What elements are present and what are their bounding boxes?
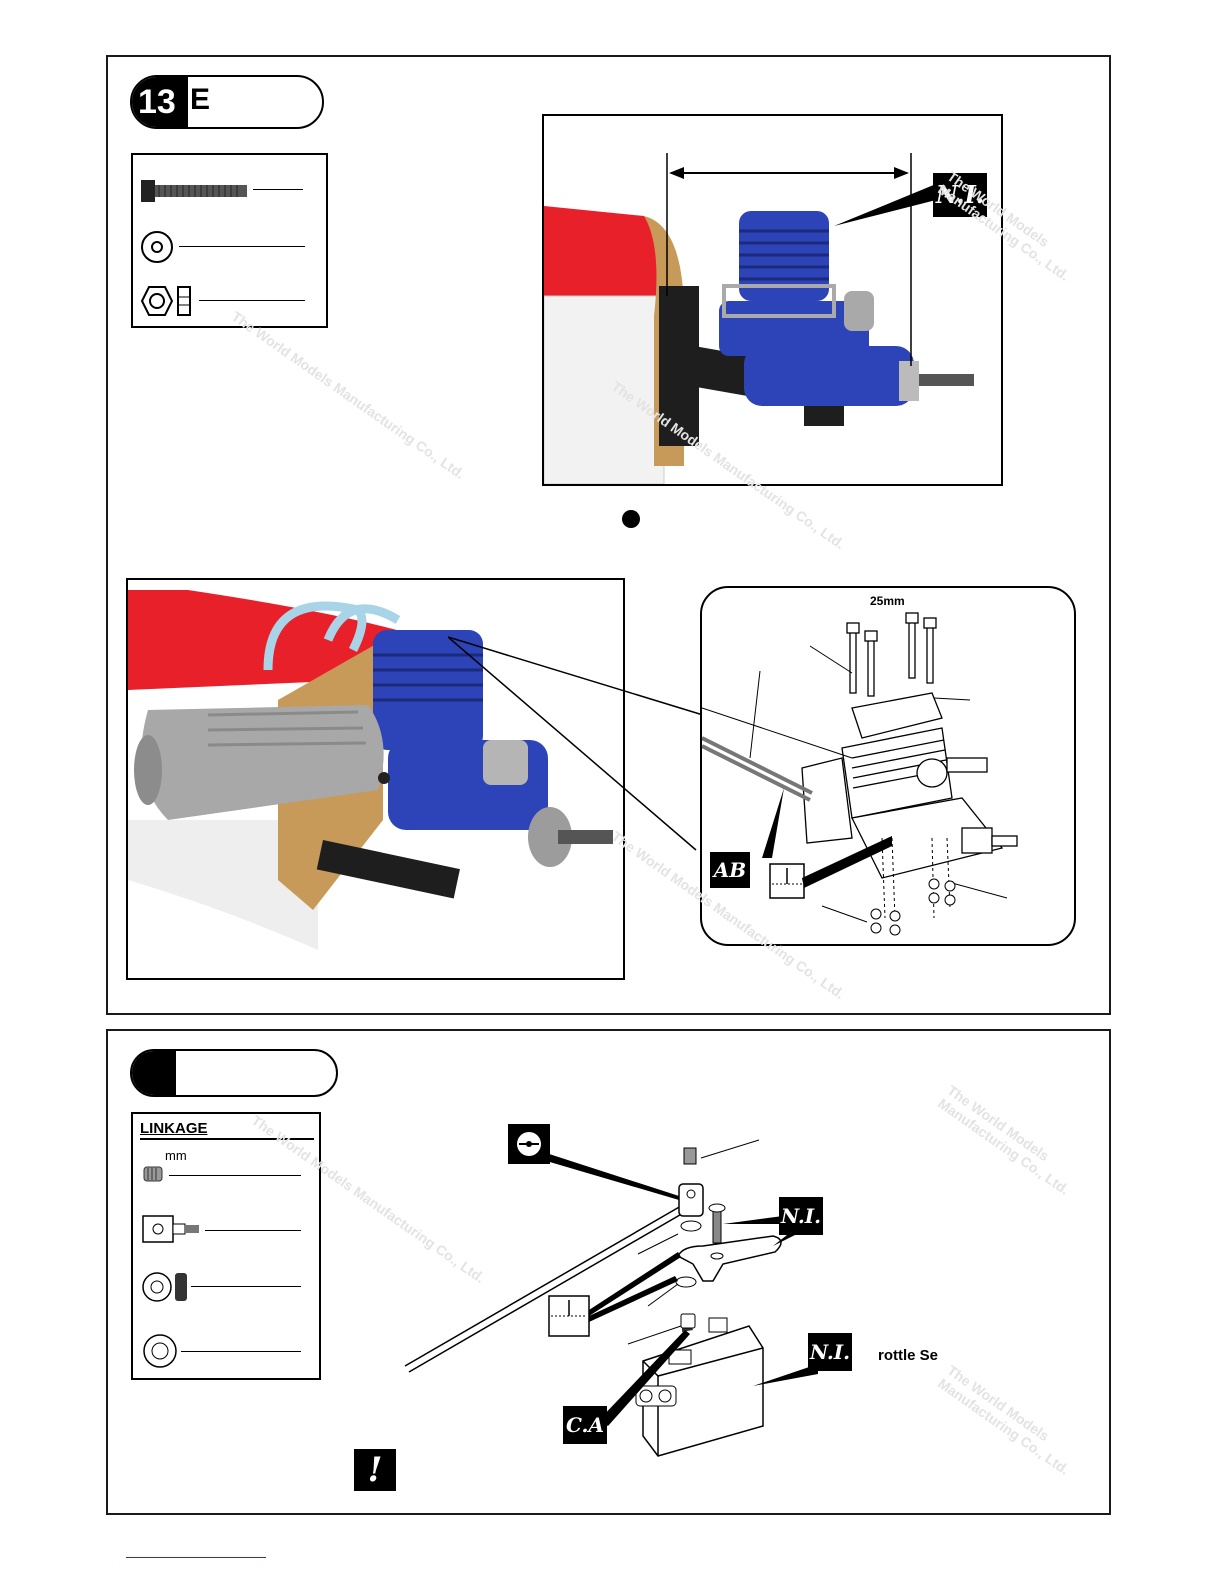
title-rule: [140, 1138, 314, 1140]
watermark: The World Models Manufacturing Co., Ltd.: [228, 307, 468, 483]
washer-leader: [181, 1351, 301, 1352]
ni-badge-arm: N.I.: [779, 1197, 823, 1235]
nut-leader: [191, 1286, 301, 1287]
washer-icon: [141, 231, 173, 263]
step-number-block: [132, 1051, 176, 1095]
step-13-section: 13 E: [106, 55, 1111, 1015]
set-screw-icon: [143, 1166, 163, 1182]
bolt-length-label: 25mm: [870, 594, 905, 608]
set-screw-leader: [169, 1175, 301, 1176]
nut-leader: [199, 300, 305, 301]
throttle-servo-label: rottle Se: [878, 1347, 939, 1364]
step-number: 13: [132, 77, 188, 127]
lock-nut-icon: [140, 286, 191, 316]
bolt-icon: [141, 180, 247, 202]
step-letter: E: [190, 83, 211, 116]
washer-icon: [143, 1334, 177, 1368]
callout-lines: [448, 636, 704, 851]
watermark: The World Models Manufacturing Co., Ltd.: [935, 1081, 1073, 1198]
step-14-section: LINKAGE mm: [106, 1029, 1111, 1515]
footer-link-underline[interactable]: [126, 1557, 266, 1558]
engine-mount-photo: [542, 114, 1003, 486]
engine-mount-illustration: [544, 116, 1001, 484]
watermark: The World Models Manufacturing Co., Ltd.: [935, 1361, 1073, 1478]
warning-icon: !: [354, 1449, 396, 1491]
parts-list: [131, 153, 328, 328]
ca-badge: C.A: [563, 1406, 607, 1444]
unit-label: mm: [165, 1148, 187, 1163]
ni-badge-servo: N.I.: [808, 1333, 852, 1371]
ab-badge: AB: [710, 852, 750, 888]
engine-muffler-illustration: [128, 580, 623, 978]
bullet-dot: [622, 510, 640, 528]
nut-icon: [142, 1272, 187, 1302]
linkage-title: LINKAGE: [140, 1120, 208, 1137]
step-13-header: 13 E: [130, 75, 324, 129]
washer-leader: [179, 246, 305, 247]
ni-badge-engine: N.I.: [933, 173, 987, 217]
bolt-leader: [253, 189, 303, 190]
step-14-header: [130, 1049, 338, 1097]
exploded-engine-drawing: [702, 612, 1018, 936]
engine-muffler-photo: [126, 578, 625, 980]
connector-icon: [142, 1215, 199, 1243]
connector-leader: [205, 1230, 301, 1231]
throttle-linkage-drawing: [404, 1124, 818, 1457]
linkage-parts-list: LINKAGE mm: [131, 1112, 321, 1380]
engine-assembly-diagram: 25mm: [700, 586, 1076, 946]
